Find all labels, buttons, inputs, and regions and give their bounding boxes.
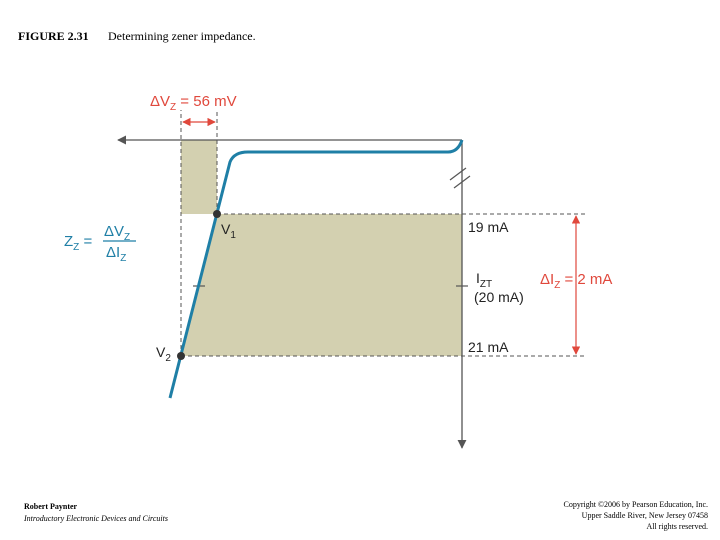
axis-break-mark [449, 167, 467, 181]
izt-value-label: (20 mA) [474, 289, 524, 305]
current-19ma-label: 19 mA [468, 219, 509, 235]
point-v2 [177, 352, 185, 360]
delta-vz-label: ΔVZ = 56 mV [150, 93, 237, 113]
v1-label: V1 [221, 221, 236, 241]
delta-iz-label: ΔIZ = 2 mA [540, 271, 612, 291]
zener-impedance-formula: ZZ = ΔVZ ΔIZ [64, 223, 136, 264]
v2-label: V2 [156, 344, 171, 364]
izt-label: IZT [476, 270, 492, 290]
current-21ma-label: 21 mA [468, 339, 509, 355]
book-title: Introductory Electronic Devices and Circ… [24, 514, 168, 523]
author-name: Robert Paynter [24, 502, 78, 511]
delta-iz-shaded-region [181, 214, 462, 356]
axis-break-mark [453, 175, 471, 189]
point-v1 [213, 210, 221, 218]
svg-text:ΔVZ: ΔVZ [104, 223, 130, 243]
svg-text:ΔIZ: ΔIZ [106, 244, 126, 264]
copyright-notice: Copyright ©2006 by Pearson Education, In… [563, 500, 709, 531]
svg-text:ZZ =: ZZ = [64, 233, 92, 253]
delta-vz-shaded-strip [181, 140, 217, 214]
zener-curve [168, 139, 464, 399]
figure-caption: Determining zener impedance. [108, 29, 256, 43]
figure-label: FIGURE 2.31 [18, 29, 89, 43]
